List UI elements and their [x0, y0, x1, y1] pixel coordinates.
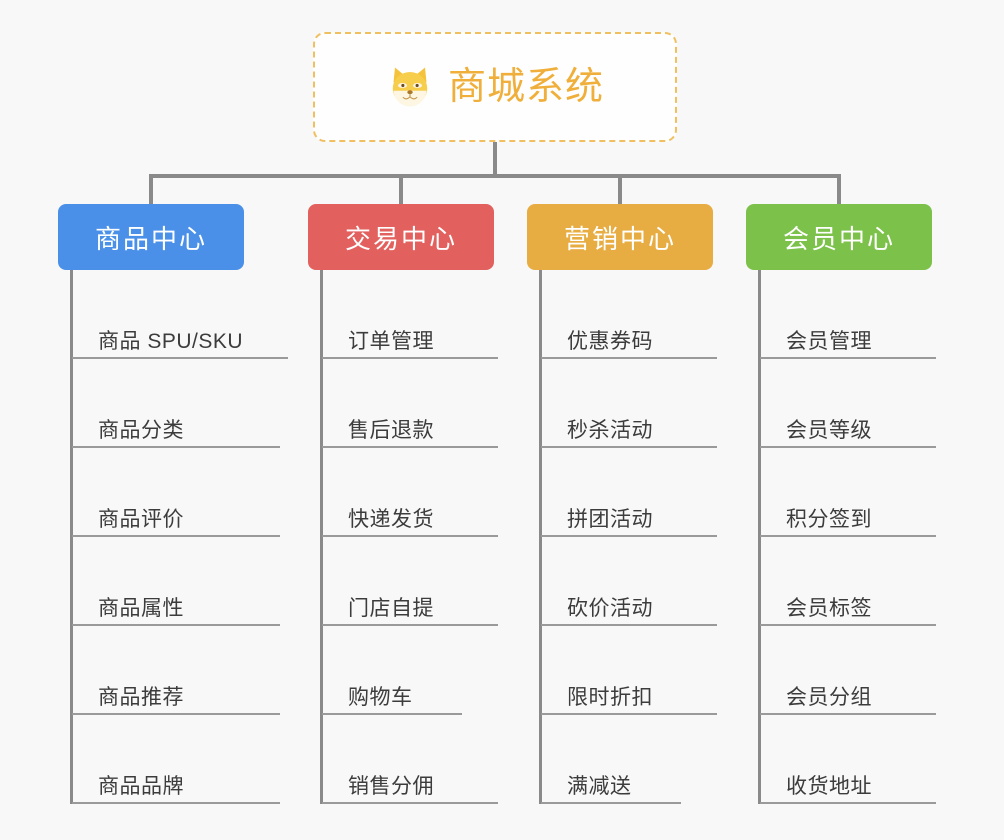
leaf-item[interactable]: 会员标签 — [760, 537, 966, 626]
connector-drop-branch-3 — [837, 174, 841, 206]
leaf-item-label: 优惠券码 — [567, 329, 653, 353]
leaf-item[interactable]: 商品品牌 — [72, 715, 308, 804]
branch-header-marketing-center[interactable]: 营销中心 — [527, 204, 713, 270]
leaf-item-label: 门店自提 — [348, 596, 434, 620]
root-title: 商城系统 — [447, 66, 604, 108]
leaf-item-label: 积分签到 — [786, 507, 872, 531]
leaf-list-trade-center: 订单管理 售后退款 快递发货 门店自提 购物车 销售分佣 — [308, 270, 528, 804]
leaf-item-label: 购物车 — [348, 685, 413, 709]
leaf-item[interactable]: 会员等级 — [760, 359, 966, 448]
leaf-item[interactable]: 满减送 — [541, 715, 747, 804]
leaf-item[interactable]: 限时折扣 — [541, 626, 747, 715]
leaf-item-label: 会员标签 — [786, 596, 872, 620]
branch-header-label: 交易中心 — [344, 223, 457, 254]
leaf-item-label: 销售分佣 — [348, 774, 434, 798]
leaf-item[interactable]: 会员管理 — [760, 270, 966, 359]
leaf-item-label: 会员分组 — [786, 685, 872, 709]
leaf-item-label: 商品属性 — [98, 596, 184, 620]
branch-column-member-center: 会员中心 会员管理 会员等级 积分签到 会员标签 会员分组 收货地址 — [746, 204, 966, 804]
leaf-item[interactable]: 收货地址 — [760, 715, 966, 804]
leaf-item-label: 收货地址 — [786, 774, 872, 798]
leaf-item-label: 限时折扣 — [567, 685, 653, 709]
leaf-item-label: 快递发货 — [348, 507, 434, 531]
leaf-item[interactable]: 售后退款 — [322, 359, 528, 448]
branch-column-trade-center: 交易中心 订单管理 售后退款 快递发货 门店自提 购物车 销售分佣 — [308, 204, 528, 804]
leaf-item-label: 拼团活动 — [567, 507, 653, 531]
leaf-item-label: 砍价活动 — [567, 596, 653, 620]
branch-column-product-center: 商品中心 商品 SPU/SKU 商品分类 商品评价 商品属性 商品推荐 商品品牌 — [58, 204, 308, 804]
branch-header-label: 商品中心 — [94, 223, 207, 254]
connector-root-stem — [493, 142, 497, 176]
connector-horizontal-bus — [149, 174, 841, 178]
branch-header-label: 会员中心 — [782, 223, 895, 254]
leaf-item[interactable]: 会员分组 — [760, 626, 966, 715]
leaf-item-label: 会员管理 — [786, 329, 872, 353]
connector-drop-branch-2 — [618, 174, 622, 206]
leaf-item-label: 商品推荐 — [98, 685, 184, 709]
root-node-shop-system[interactable]: 商城系统 — [313, 32, 677, 142]
leaf-item[interactable]: 拼团活动 — [541, 448, 747, 537]
leaf-item-label: 会员等级 — [786, 418, 872, 442]
leaf-item[interactable]: 积分签到 — [760, 448, 966, 537]
leaf-item-label: 满减送 — [567, 774, 632, 798]
leaf-item[interactable]: 优惠券码 — [541, 270, 747, 359]
branch-header-label: 营销中心 — [563, 223, 676, 254]
leaf-item-label: 秒杀活动 — [567, 418, 653, 442]
leaf-item[interactable]: 商品分类 — [72, 359, 308, 448]
branch-header-trade-center[interactable]: 交易中心 — [308, 204, 494, 270]
branch-header-member-center[interactable]: 会员中心 — [746, 204, 932, 270]
leaf-item-label: 商品评价 — [98, 507, 184, 531]
leaf-item-label: 订单管理 — [348, 329, 434, 353]
branch-header-product-center[interactable]: 商品中心 — [58, 204, 244, 270]
leaf-item[interactable]: 秒杀活动 — [541, 359, 747, 448]
shiba-dog-icon — [392, 67, 428, 107]
leaf-list-product-center: 商品 SPU/SKU 商品分类 商品评价 商品属性 商品推荐 商品品牌 — [58, 270, 308, 804]
leaf-item[interactable]: 商品评价 — [72, 448, 308, 537]
leaf-item-label: 售后退款 — [348, 418, 434, 442]
branch-column-marketing-center: 营销中心 优惠券码 秒杀活动 拼团活动 砍价活动 限时折扣 满减送 — [527, 204, 747, 804]
leaf-item[interactable]: 商品 SPU/SKU — [72, 270, 308, 359]
leaf-item[interactable]: 订单管理 — [322, 270, 528, 359]
leaf-item[interactable]: 购物车 — [322, 626, 528, 715]
leaf-list-member-center: 会员管理 会员等级 积分签到 会员标签 会员分组 收货地址 — [746, 270, 966, 804]
leaf-item[interactable]: 快递发货 — [322, 448, 528, 537]
leaf-item[interactable]: 砍价活动 — [541, 537, 747, 626]
leaf-item-label: 商品品牌 — [98, 774, 184, 798]
leaf-item-label: 商品 SPU/SKU — [98, 329, 244, 353]
leaf-list-marketing-center: 优惠券码 秒杀活动 拼团活动 砍价活动 限时折扣 满减送 — [527, 270, 747, 804]
leaf-item-label: 商品分类 — [98, 418, 184, 442]
leaf-item[interactable]: 销售分佣 — [322, 715, 528, 804]
leaf-item[interactable]: 商品属性 — [72, 537, 308, 626]
connector-drop-branch-0 — [149, 174, 153, 206]
leaf-item[interactable]: 商品推荐 — [72, 626, 308, 715]
leaf-item[interactable]: 门店自提 — [322, 537, 528, 626]
connector-drop-branch-1 — [399, 174, 403, 206]
